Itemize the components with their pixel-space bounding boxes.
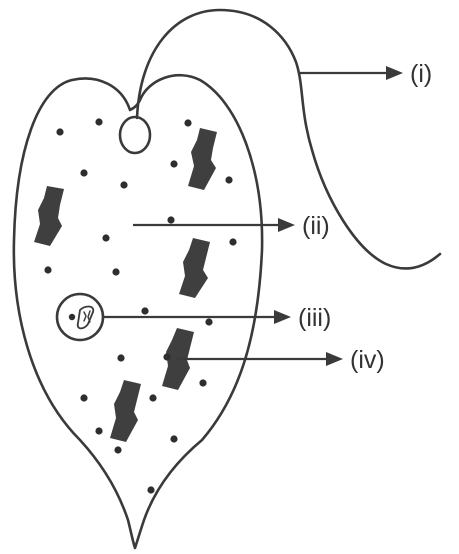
flagellum <box>137 10 440 269</box>
eyespot-dot <box>69 314 75 320</box>
label-iii: (iii) <box>298 304 331 332</box>
label-ii: (ii) <box>302 212 330 240</box>
eyespot-circle <box>57 294 103 340</box>
reservoir <box>120 117 150 153</box>
stigma <box>78 306 94 328</box>
chromatophore <box>110 380 141 442</box>
chromatophore <box>179 238 210 298</box>
arrow-iv <box>176 352 343 366</box>
chromatophore <box>34 186 64 246</box>
arrow-ii <box>133 218 295 232</box>
cell-body-outline <box>14 75 262 548</box>
label-iv: (iv) <box>350 346 385 374</box>
arrow-i <box>300 66 403 80</box>
label-i: (i) <box>410 60 432 88</box>
arrow-iii <box>103 310 291 324</box>
chromatophore <box>188 128 217 190</box>
